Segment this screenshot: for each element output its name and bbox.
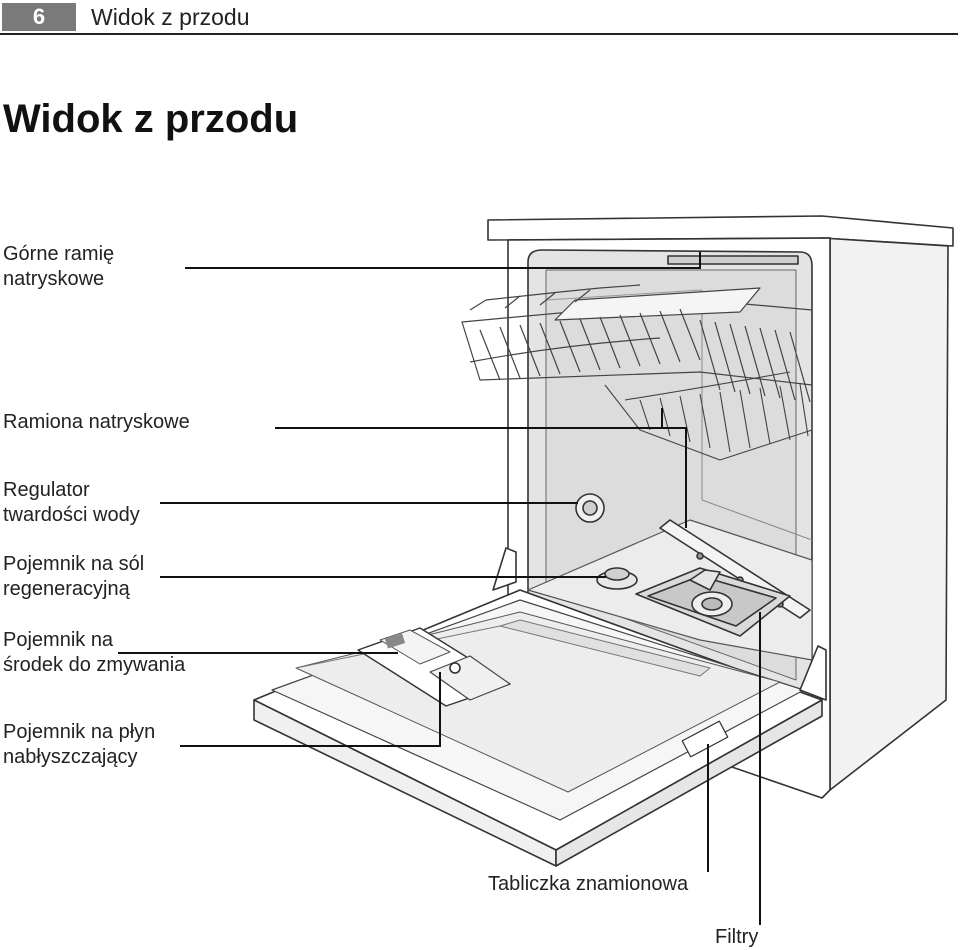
right-door-hinge xyxy=(799,645,827,701)
label-salt-container: Pojemnik na sól regeneracyjną xyxy=(3,553,145,600)
running-header-title: Widok z przodu xyxy=(91,4,250,30)
rating-plate xyxy=(681,720,729,758)
upper-basket xyxy=(461,284,813,403)
leader-rinse-aid xyxy=(180,672,441,747)
leader-spray-arms xyxy=(275,427,687,528)
leader-upper-spray-arm xyxy=(185,252,701,269)
label-filters: Filtry xyxy=(715,926,759,948)
lower-basket xyxy=(604,330,813,461)
label-upper-spray-arm: Górne ramię natryskowe xyxy=(3,243,115,290)
label-spray-arms: Ramiona natryskowe xyxy=(3,411,190,433)
page-number-badge: 6 xyxy=(2,3,76,31)
rinse-aid-dispenser xyxy=(429,655,511,701)
label-rating-plate: Tabliczka znamionowa xyxy=(488,873,689,895)
label-water-softener: Regulator twardości wody xyxy=(3,479,140,526)
filter-assembly xyxy=(635,567,791,637)
label-detergent-dispenser: Pojemnik na środek do zmywania xyxy=(3,629,186,676)
header-rule xyxy=(0,33,958,35)
cabinet-side-panel xyxy=(821,237,949,791)
leader-lines xyxy=(118,252,761,925)
salt-container-cap xyxy=(596,567,638,590)
page-title: Widok z przodu xyxy=(3,97,299,141)
label-rinse-aid-dispenser: Pojemnik na płyn nabłyszczający xyxy=(3,721,156,768)
upper-spray-arm xyxy=(667,255,799,265)
left-door-hinge xyxy=(492,547,517,591)
water-softener-dial xyxy=(575,493,605,523)
